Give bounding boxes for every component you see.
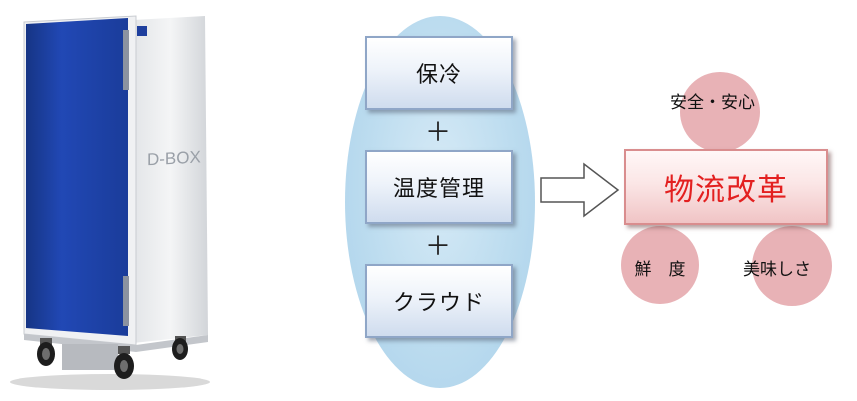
plus-sign: ＋	[424, 232, 451, 262]
right-arrow-icon	[540, 162, 620, 218]
outcome-label-safety: 安全・安心	[670, 93, 755, 113]
feature-box-temperature-control: 温度管理	[365, 150, 513, 224]
cabinet-brand-text: D-BOX	[147, 147, 201, 169]
cabinet-hinge-bottom	[123, 276, 129, 326]
feature-box-cold-storage: 保冷	[365, 36, 513, 110]
caster-wheel	[114, 346, 134, 379]
logistics-reform-label: 物流改革	[664, 173, 788, 208]
brand-logo-icon	[137, 26, 147, 36]
outcome-circle-freshness	[621, 226, 699, 304]
caster-wheel	[37, 338, 55, 366]
caster-wheel	[172, 336, 188, 360]
feature-label: 保冷	[415, 63, 462, 88]
feature-label: クラウド	[392, 291, 485, 316]
outcome-label-freshness: 鮮 度	[634, 260, 686, 280]
cabinet-side-panel	[133, 16, 208, 343]
plus-sign: ＋	[424, 118, 451, 148]
cabinet-hinge-top	[123, 30, 129, 90]
cabinet-base	[24, 334, 208, 352]
cabinet-underside	[62, 344, 118, 370]
feature-box-cloud: クラウド	[365, 264, 513, 338]
feature-label: 温度管理	[392, 177, 485, 202]
cabinet-door	[26, 18, 128, 336]
outcome-circle-safety	[680, 72, 760, 152]
outcome-label-taste: 美味しさ	[743, 260, 811, 280]
logistics-reform-box: 物流改革	[624, 149, 828, 225]
outcome-circle-taste	[752, 226, 832, 306]
d-box-cabinet-illustration: D-BOX	[10, 15, 210, 390]
cabinet-shadow	[10, 374, 210, 390]
